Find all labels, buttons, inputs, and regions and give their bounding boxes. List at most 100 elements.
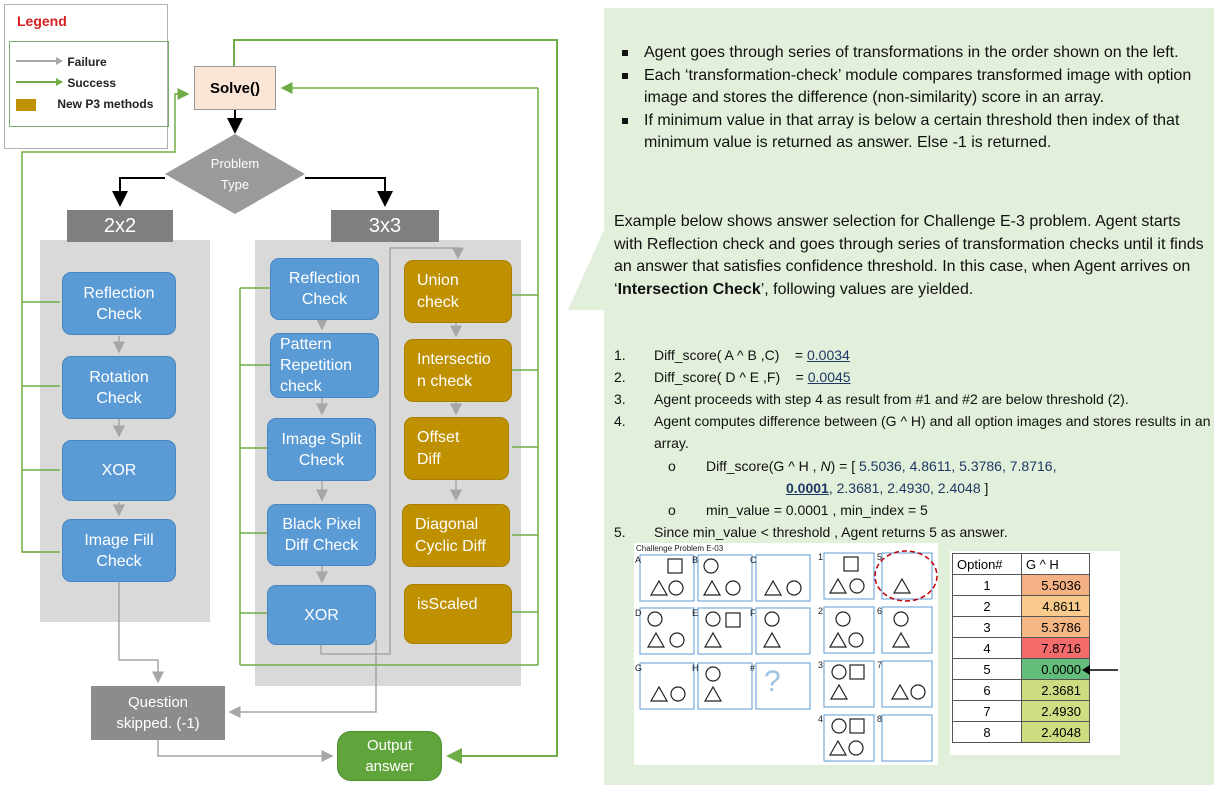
- step-text: Diff_score( A ^ B ,C) =: [654, 347, 807, 363]
- legend: Legend Failure Success New P3 methods: [4, 4, 169, 149]
- sub-step-2: o min_value = 0.0001 , min_index = 5: [614, 499, 1214, 521]
- step-number: 4.: [614, 413, 626, 429]
- check-is-scaled-3x3: isScaled: [404, 584, 512, 644]
- legend-new-methods-label: New P3 methods: [57, 97, 154, 111]
- option-label: 7: [877, 660, 883, 670]
- step-1: 1.Diff_score( A ^ B ,C) = 0.0034: [614, 344, 1214, 366]
- puzzle-drawing: [639, 550, 938, 762]
- sub-text: Diff_score(G ^ H ,: [706, 458, 821, 474]
- box-line: Repetition: [280, 357, 353, 374]
- fail-arrow-xor-to-union: [320, 247, 464, 655]
- step-text: Diff_score( D ^ E ,F) =: [654, 369, 808, 385]
- box-line: answer: [365, 758, 414, 775]
- legend-title: Legend: [17, 13, 67, 29]
- box-line: Check: [96, 305, 142, 323]
- bullet-item: Each ‘transformation-check’ module compa…: [614, 65, 1204, 109]
- option-number: 3: [952, 616, 1022, 638]
- header-2x2: 2x2: [67, 210, 173, 242]
- option-label: 4: [818, 714, 824, 724]
- box-line: Image Fill: [84, 531, 154, 549]
- box-line: Diff: [417, 450, 441, 468]
- sub-text: ) = [: [830, 458, 859, 474]
- box-line: Check: [96, 389, 142, 407]
- sub-text: N: [820, 458, 831, 474]
- para-text: Example below shows answer selection for…: [614, 213, 1204, 298]
- example-paragraph: Example below shows answer selection for…: [614, 211, 1204, 301]
- option-diff-value: 0.0000: [1021, 658, 1090, 680]
- box-line: Cyclic Diff: [415, 537, 486, 555]
- step-text: Agent computes difference between (G ^ H…: [654, 413, 1211, 451]
- answer-arrow-icon: [1082, 665, 1118, 675]
- box-line: Image Split: [281, 430, 362, 448]
- fail-arrow-to-skipped: [118, 582, 164, 684]
- option-diff-value: 5.3786: [1021, 616, 1090, 638]
- option-label: 2: [818, 606, 824, 616]
- option-diff-value: 2.4048: [1021, 721, 1090, 743]
- solve-box: Solve(): [194, 66, 276, 110]
- bullet-item: Agent goes through series of transformat…: [614, 42, 1204, 64]
- check-xor-3x3: XOR: [267, 585, 376, 645]
- box-line: Question: [127, 694, 189, 711]
- option-diff-value: 2.4930: [1021, 700, 1090, 722]
- option-diff-value: 5.5036: [1021, 574, 1090, 596]
- arrow-type-to-2x2: [112, 177, 165, 207]
- box-line: Rotation: [89, 368, 149, 386]
- cell-label: F: [750, 608, 756, 618]
- sub-bullet: o: [668, 458, 676, 474]
- option-number: 2: [952, 595, 1022, 617]
- table-header: Option#: [952, 553, 1022, 575]
- box-line: Offset: [417, 428, 460, 446]
- cell-label: H: [692, 663, 699, 673]
- option-number: 8: [952, 721, 1022, 743]
- option-number: 6: [952, 679, 1022, 701]
- cell-label: E: [692, 608, 699, 618]
- box-line: Intersectio: [417, 350, 491, 368]
- option-number: 4: [952, 637, 1022, 659]
- box-line: Check: [96, 552, 142, 570]
- arrow-skipped-to-output: [157, 740, 334, 762]
- table-header-row: Option# G ^ H: [952, 553, 1090, 575]
- sub-bullet: o: [668, 502, 676, 518]
- box-line: Reflection: [83, 284, 155, 302]
- box-line: Pattern: [280, 336, 332, 353]
- table-header: G ^ H: [1021, 553, 1090, 575]
- step-value: 0.0045: [807, 369, 851, 385]
- cell-label: G: [635, 663, 643, 673]
- problem-type-diamond: [165, 134, 305, 214]
- option-number: 1: [952, 574, 1022, 596]
- legend-new-methods: New P3 methods: [16, 97, 153, 111]
- step-number: 2.: [614, 369, 626, 385]
- legend-failure-label: Failure: [67, 55, 107, 69]
- legend-success-label: Success: [67, 76, 117, 90]
- para-text: ’, following values are yielded.: [760, 280, 974, 298]
- box-line: Diff Check: [284, 537, 359, 554]
- option-number: 5: [952, 658, 1022, 680]
- diff-values: 5.5036, 4.8611, 5.3786, 7.8716,: [858, 458, 1057, 474]
- diff-values: , 2.3681, 2.4930, 2.4048: [828, 480, 981, 496]
- cell-label: D: [635, 608, 642, 618]
- box-line: Diagonal: [415, 515, 479, 533]
- problem-type-line: Type: [220, 177, 250, 192]
- option-diff-value: 2.3681: [1021, 679, 1090, 701]
- option-label: 5: [877, 552, 883, 562]
- option-diff-value: 7.8716: [1021, 637, 1090, 659]
- option-label: 8: [877, 714, 883, 724]
- box-line: Black Pixel: [282, 516, 361, 533]
- legend-frame: [9, 41, 169, 127]
- step-text: Agent proceeds with step 4 as result fro…: [654, 391, 1129, 407]
- arrow-type-to-3x3: [305, 177, 393, 207]
- callout-pointer: [568, 230, 604, 310]
